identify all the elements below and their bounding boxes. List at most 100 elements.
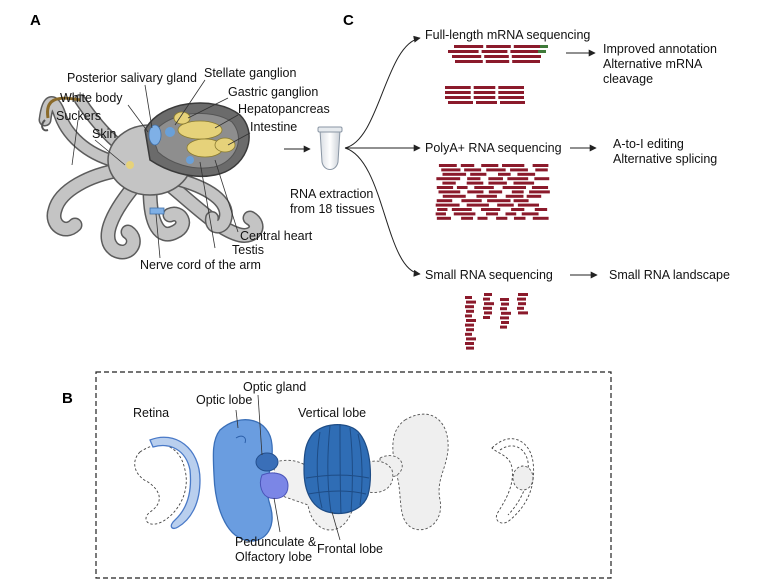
small-rna-read	[500, 325, 507, 329]
full-length-read-segment	[484, 55, 509, 58]
polya-read	[511, 190, 524, 194]
polya-read	[460, 164, 475, 167]
polya-read	[505, 194, 524, 198]
full-length-read-segment	[445, 96, 471, 99]
label-stellate-ganglion: Stellate ganglion	[204, 66, 296, 80]
small-rna-read	[518, 311, 528, 315]
small-rna-read	[483, 306, 492, 310]
label-pedunculate: Pedunculate &	[235, 535, 317, 549]
label-retina: Retina	[133, 406, 169, 420]
full-length-read-segment	[454, 45, 484, 48]
polya-read	[535, 168, 548, 172]
polya-read	[517, 172, 536, 176]
brain-labels: Optic gland Optic lobe Retina Vertical l…	[133, 380, 383, 564]
panel-label-a: A	[30, 12, 41, 29]
polya-read	[513, 199, 529, 203]
small-rna-reads	[465, 293, 528, 350]
polya-read	[486, 212, 499, 216]
polya-read	[441, 168, 461, 172]
small-rna-read	[466, 337, 476, 341]
polya-read	[532, 216, 549, 220]
label-hepatopancreas: Hepatopancreas	[238, 102, 330, 116]
small-rna-read	[465, 323, 474, 327]
polya-read	[481, 208, 501, 211]
polya-read	[438, 190, 461, 194]
small-rna-read	[483, 297, 490, 301]
full-length-read-segment	[481, 50, 508, 53]
polya-read	[496, 216, 508, 220]
full-length-read-segment	[448, 50, 479, 53]
full-length-read-segment	[473, 91, 496, 94]
full-length-read-segment	[500, 101, 525, 104]
polya-read	[442, 194, 466, 198]
brain-panel-frame	[95, 371, 612, 579]
label-vertical-lobe: Vertical lobe	[298, 406, 366, 420]
label-olfactory-lobe: Olfactory lobe	[235, 550, 312, 564]
outcome-cleavage: cleavage	[603, 72, 653, 86]
polya-read	[534, 177, 550, 181]
polya-read	[517, 203, 539, 207]
polya-read	[486, 168, 506, 172]
polya-read	[453, 212, 476, 216]
label-optic-gland: Optic gland	[243, 380, 306, 394]
small-rna-read	[501, 302, 509, 306]
branch-connectors	[344, 35, 421, 277]
full-length-reads	[445, 45, 548, 104]
polya-read	[436, 177, 461, 181]
polya-read	[507, 177, 529, 181]
polya-read	[451, 208, 472, 211]
small-rna-read	[484, 302, 494, 306]
full-length-read-segment	[476, 101, 497, 104]
polya-read	[481, 164, 499, 167]
polya-read	[521, 212, 539, 216]
panel-label-c: C	[343, 12, 354, 29]
full-length-read-segment	[498, 96, 524, 99]
small-rna-read	[465, 314, 472, 318]
small-rna-read	[518, 302, 526, 306]
full-length-read-highlight	[540, 45, 548, 48]
polya-read	[456, 186, 468, 189]
label-posterior-salivary-gland: Posterior salivary gland	[67, 71, 197, 85]
full-length-read-segment	[455, 60, 483, 63]
polya-read	[513, 216, 526, 220]
polya-read	[442, 172, 467, 176]
brain-leader-lines	[235, 394, 341, 541]
polya-read	[436, 186, 454, 189]
polya-read	[502, 186, 527, 189]
small-rna-read	[501, 311, 511, 315]
small-rna-read	[465, 332, 472, 336]
small-rna-read	[500, 298, 509, 301]
full-length-read-segment	[452, 55, 482, 58]
polya-read	[435, 212, 446, 216]
outcome-a-to-i-editing: A-to-I editing	[613, 137, 684, 151]
polya-read	[488, 190, 503, 194]
polya-read	[497, 172, 511, 176]
polya-read	[532, 164, 549, 167]
panel-label-b: B	[62, 390, 73, 407]
polya-read	[435, 203, 460, 207]
small-rna-read	[483, 316, 490, 319]
full-length-read-segment	[445, 86, 471, 89]
small-rna-read	[466, 300, 476, 304]
polya-read	[511, 208, 525, 211]
polya-read	[470, 172, 487, 176]
polya-read	[466, 203, 489, 207]
sample-tube-icon	[317, 126, 343, 170]
small-rna-read	[466, 319, 476, 322]
full-length-read-highlight	[538, 50, 546, 53]
label-white-body: White body	[60, 91, 123, 105]
label-intestine: Intestine	[250, 120, 297, 134]
label-nerve-cord: Nerve cord of the arm	[140, 258, 261, 272]
brain-illustration	[134, 413, 535, 542]
full-length-read-segment	[473, 96, 496, 99]
octopus-labels: Posterior salivary gland Stellate gangli…	[56, 66, 330, 272]
small-rna-read	[500, 307, 507, 311]
polya-read	[488, 177, 503, 181]
small-rna-read	[466, 309, 474, 313]
full-length-read-segment	[448, 101, 473, 104]
polya-read	[505, 212, 517, 216]
polya-read	[487, 199, 511, 203]
label-suckers: Suckers	[56, 109, 101, 123]
octopus-leader-lines	[71, 79, 251, 259]
